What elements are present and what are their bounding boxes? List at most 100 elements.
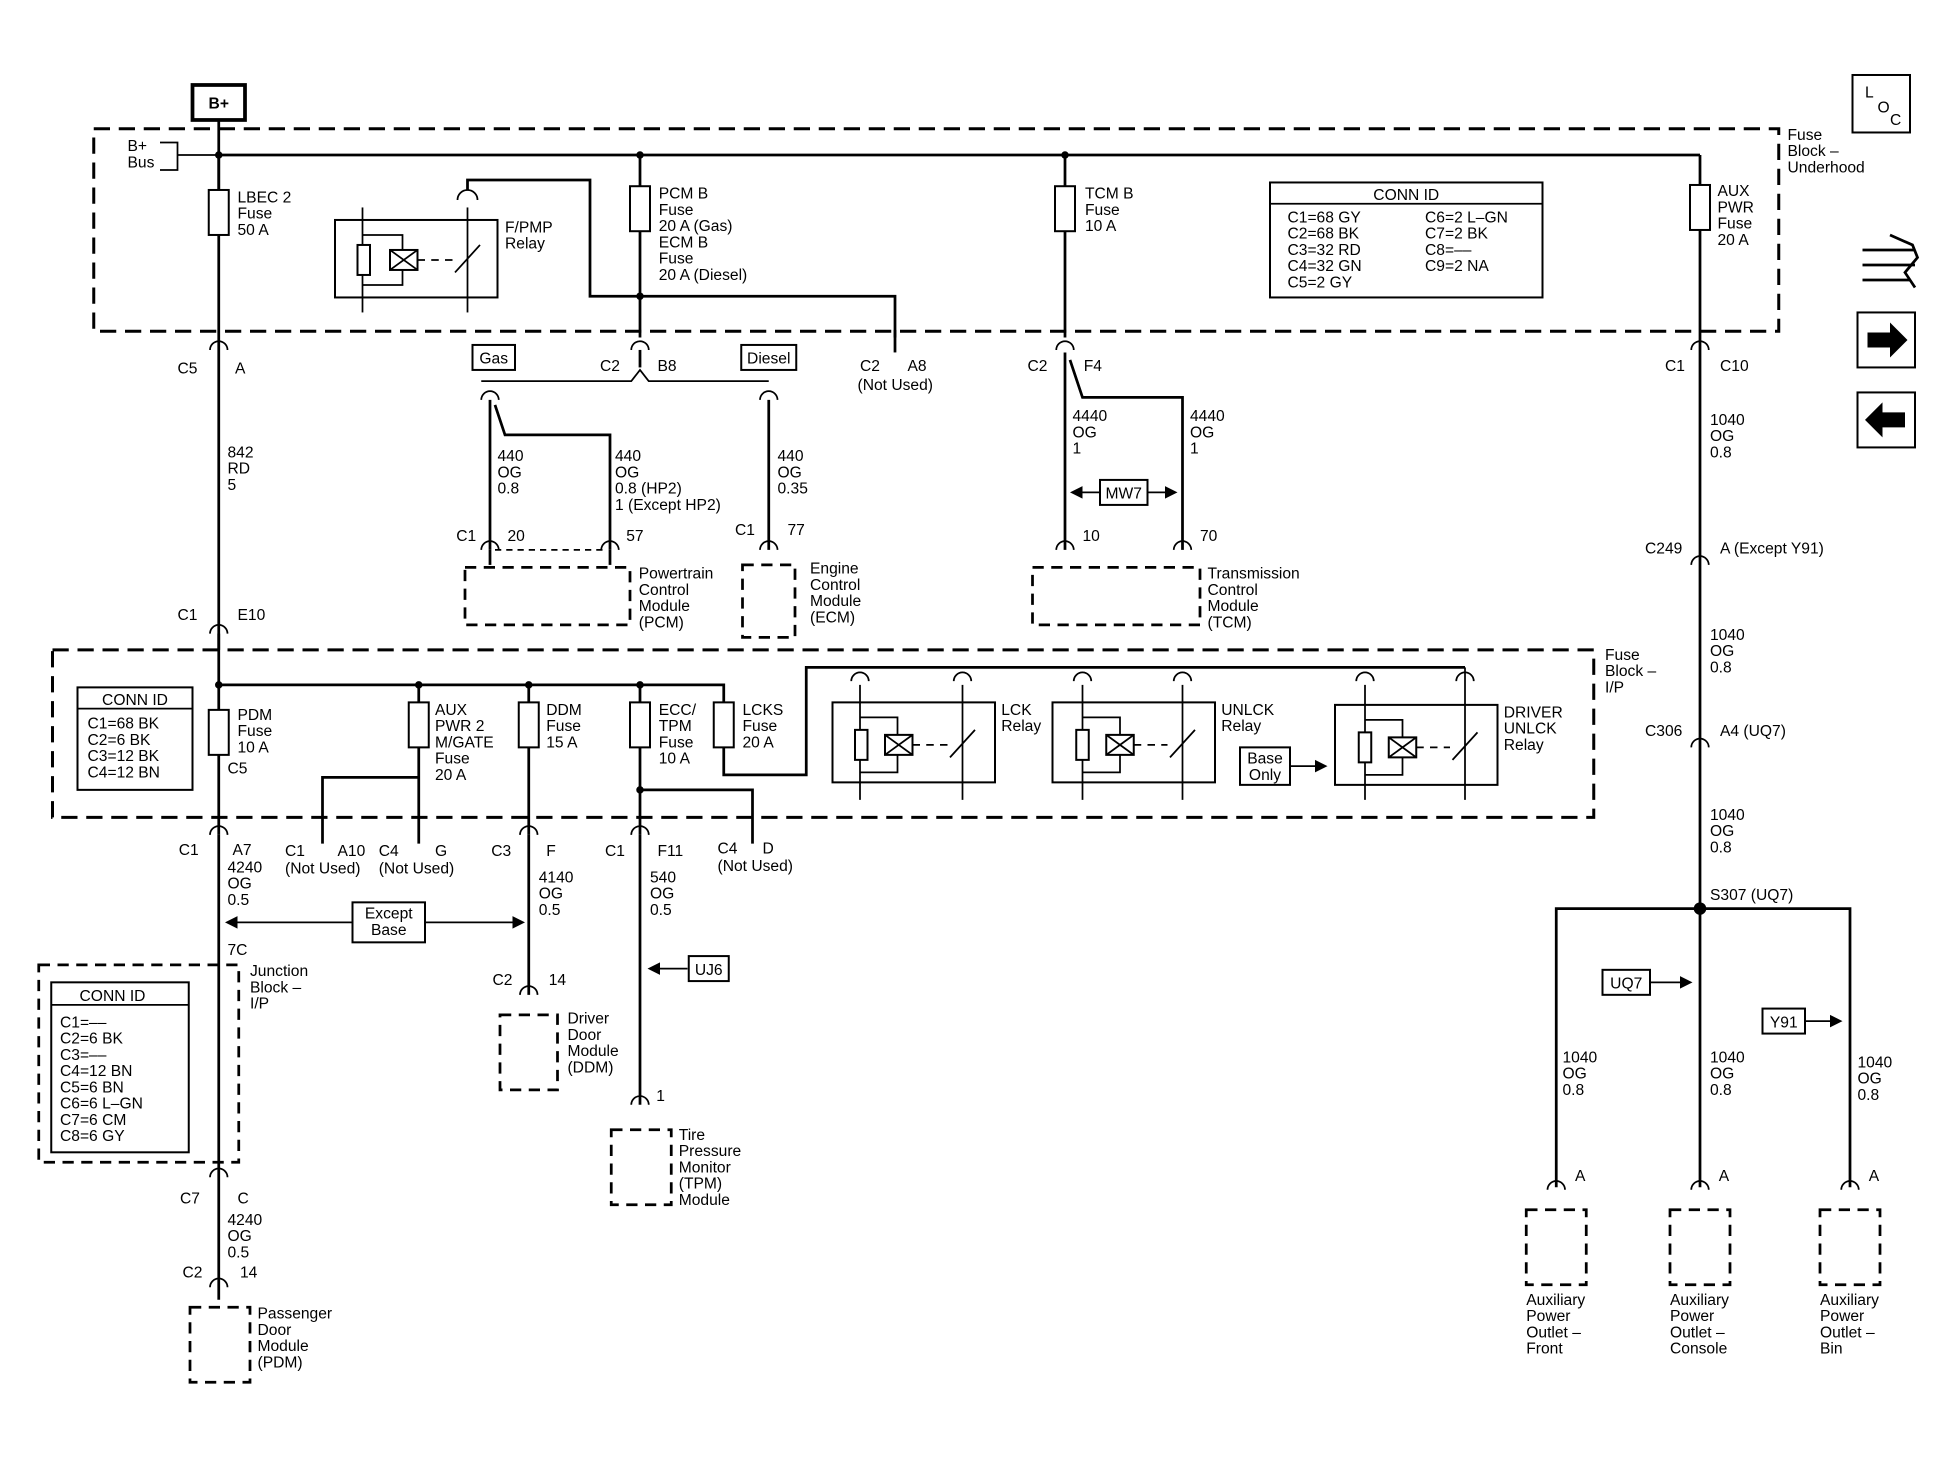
aux-outlet-front: A Auxiliary Power Outlet – Front bbox=[1524, 1168, 1588, 1358]
svg-text:10 A: 10 A bbox=[1085, 218, 1117, 235]
svg-text:0.5: 0.5 bbox=[228, 1244, 250, 1261]
lbec-fuse-icon bbox=[207, 188, 230, 236]
svg-text:C: C bbox=[1890, 112, 1901, 129]
svg-text:20 A: 20 A bbox=[435, 767, 467, 784]
svg-text:Control: Control bbox=[1208, 582, 1258, 599]
svg-text:C2: C2 bbox=[493, 972, 513, 989]
svg-text:Power: Power bbox=[1670, 1308, 1714, 1325]
svg-text:I/P: I/P bbox=[1605, 679, 1624, 696]
svg-text:0.8: 0.8 bbox=[1710, 839, 1732, 856]
svg-text:OG: OG bbox=[1563, 1066, 1587, 1083]
svg-text:MW7: MW7 bbox=[1106, 486, 1142, 503]
svg-text:C: C bbox=[238, 1191, 249, 1208]
svg-text:C6=6 L–GN: C6=6 L–GN bbox=[60, 1096, 143, 1113]
svg-text:1040: 1040 bbox=[1710, 627, 1745, 644]
arrow-right-icon[interactable] bbox=[1856, 311, 1916, 369]
wire-440b-label: 440 OG 0.8 (HP2) 1 (Except HP2) bbox=[615, 448, 721, 514]
ip-conn-id-table: CONN ID C1=68 BK C2=6 BK C3=12 BK C4=12 … bbox=[76, 686, 194, 791]
wire-1040f-label: 1040 OG 0.8 bbox=[1858, 1054, 1893, 1103]
wire-1040b-label: 1040 OG 0.8 bbox=[1710, 627, 1745, 676]
ecm-module: C1 77 Engine Control Module (ECM) bbox=[735, 522, 861, 639]
arrow-left-icon[interactable] bbox=[1856, 391, 1916, 449]
svg-text:20 A (Diesel): 20 A (Diesel) bbox=[659, 267, 748, 284]
svg-text:C4: C4 bbox=[379, 843, 399, 860]
svg-text:Diesel: Diesel bbox=[747, 351, 790, 368]
svg-text:TPM: TPM bbox=[659, 718, 692, 735]
svg-text:0.8: 0.8 bbox=[1710, 1082, 1732, 1099]
svg-text:E10: E10 bbox=[238, 607, 266, 624]
loc-icon[interactable]: L O C bbox=[1851, 73, 1911, 134]
svg-text:Module: Module bbox=[679, 1192, 730, 1209]
svg-text:C5: C5 bbox=[228, 761, 248, 778]
svg-text:Control: Control bbox=[810, 577, 860, 594]
svg-text:1040: 1040 bbox=[1710, 1049, 1745, 1066]
svg-text:A (Except Y91): A (Except Y91) bbox=[1720, 541, 1824, 558]
svg-text:Except: Except bbox=[365, 906, 413, 923]
svg-text:7C: 7C bbox=[228, 942, 248, 959]
svg-text:G: G bbox=[435, 843, 447, 860]
svg-text:O: O bbox=[1878, 99, 1890, 116]
svg-text:20 A: 20 A bbox=[743, 734, 775, 751]
svg-text:Powertrain: Powertrain bbox=[639, 566, 714, 583]
wiring-harness-icon[interactable] bbox=[1862, 233, 1920, 289]
svg-text:Module: Module bbox=[1208, 598, 1259, 615]
underhood-fuse-block bbox=[92, 127, 1781, 333]
svg-text:S307 (UQ7): S307 (UQ7) bbox=[1710, 887, 1793, 904]
svg-text:14: 14 bbox=[240, 1264, 258, 1281]
wire-1040a-label: 1040 OG 0.8 bbox=[1710, 412, 1745, 461]
lck-relay-icon bbox=[831, 671, 996, 800]
svg-text:Base: Base bbox=[371, 922, 407, 939]
svg-text:1040: 1040 bbox=[1858, 1054, 1893, 1071]
svg-text:F: F bbox=[546, 843, 556, 860]
wire-540-label: 540 OG 0.5 bbox=[650, 869, 676, 918]
svg-text:Underhood: Underhood bbox=[1788, 159, 1865, 176]
svg-text:Tire: Tire bbox=[679, 1127, 705, 1144]
aux-pwr-fuse-label: AUX PWR Fuse 20 A bbox=[1718, 183, 1754, 249]
ddm-fuse-label: DDM Fuse 15 A bbox=[546, 702, 582, 751]
svg-text:0.8: 0.8 bbox=[1710, 444, 1732, 461]
svg-text:1040: 1040 bbox=[1710, 807, 1745, 824]
svg-text:M/GATE: M/GATE bbox=[435, 734, 494, 751]
svg-text:A: A bbox=[235, 361, 246, 378]
svg-text:Module: Module bbox=[639, 598, 690, 615]
svg-text:AUX: AUX bbox=[1718, 183, 1751, 200]
svg-text:C1: C1 bbox=[1665, 358, 1685, 375]
svg-text:Console: Console bbox=[1670, 1341, 1727, 1358]
svg-text:440: 440 bbox=[615, 448, 641, 465]
svg-text:L: L bbox=[1865, 84, 1874, 101]
svg-text:C5: C5 bbox=[178, 361, 198, 378]
svg-text:77: 77 bbox=[788, 522, 805, 539]
tcm-module: 10 70 Transmission Control Module (TCM) bbox=[1031, 528, 1300, 631]
wire-1040d-label: 1040 OG 0.8 bbox=[1563, 1049, 1598, 1098]
svg-text:Front: Front bbox=[1526, 1341, 1563, 1358]
svg-text:Transmission: Transmission bbox=[1208, 566, 1300, 583]
svg-text:D: D bbox=[763, 841, 774, 858]
svg-text:Fuse: Fuse bbox=[1085, 202, 1120, 219]
uq7-tag: UQ7 bbox=[1601, 968, 1693, 996]
ecc-tpm-fuse-icon bbox=[629, 701, 651, 749]
svg-text:Relay: Relay bbox=[1001, 718, 1041, 735]
svg-text:Y91: Y91 bbox=[1770, 1014, 1798, 1031]
svg-text:PWR: PWR bbox=[1718, 199, 1754, 216]
svg-text:1: 1 bbox=[656, 1088, 665, 1105]
svg-text:C1: C1 bbox=[178, 607, 198, 624]
svg-text:A: A bbox=[1719, 1168, 1730, 1185]
svg-text:OG: OG bbox=[1190, 424, 1214, 441]
svg-text:57: 57 bbox=[626, 528, 643, 545]
svg-text:Power: Power bbox=[1526, 1308, 1570, 1325]
bplus-bus-label: B+ Bus bbox=[128, 138, 155, 171]
underhood-conn-id-table: CONN ID C1=68 GY C2=68 BK C3=32 RD C4=32… bbox=[1269, 181, 1544, 299]
svg-text:Bin: Bin bbox=[1820, 1341, 1843, 1358]
gas-tag: Gas bbox=[471, 343, 516, 371]
svg-text:C306: C306 bbox=[1645, 723, 1682, 740]
svg-text:10 A: 10 A bbox=[659, 751, 691, 768]
junction-conn-id-table: CONN ID C1=–– C2=6 BK C3=–– C4=12 BN C5=… bbox=[50, 981, 190, 1154]
unlck-relay-label: UNLCK Relay bbox=[1221, 702, 1275, 735]
svg-text:(Not Used): (Not Used) bbox=[858, 377, 933, 394]
svg-text:C2=6 BK: C2=6 BK bbox=[60, 1031, 124, 1048]
svg-text:LCKS: LCKS bbox=[743, 702, 784, 719]
svg-text:OG: OG bbox=[228, 876, 252, 893]
svg-text:DRIVER: DRIVER bbox=[1504, 704, 1563, 721]
fpmp-relay-label: F/PMP Relay bbox=[505, 219, 553, 252]
svg-text:0.5: 0.5 bbox=[228, 892, 250, 909]
